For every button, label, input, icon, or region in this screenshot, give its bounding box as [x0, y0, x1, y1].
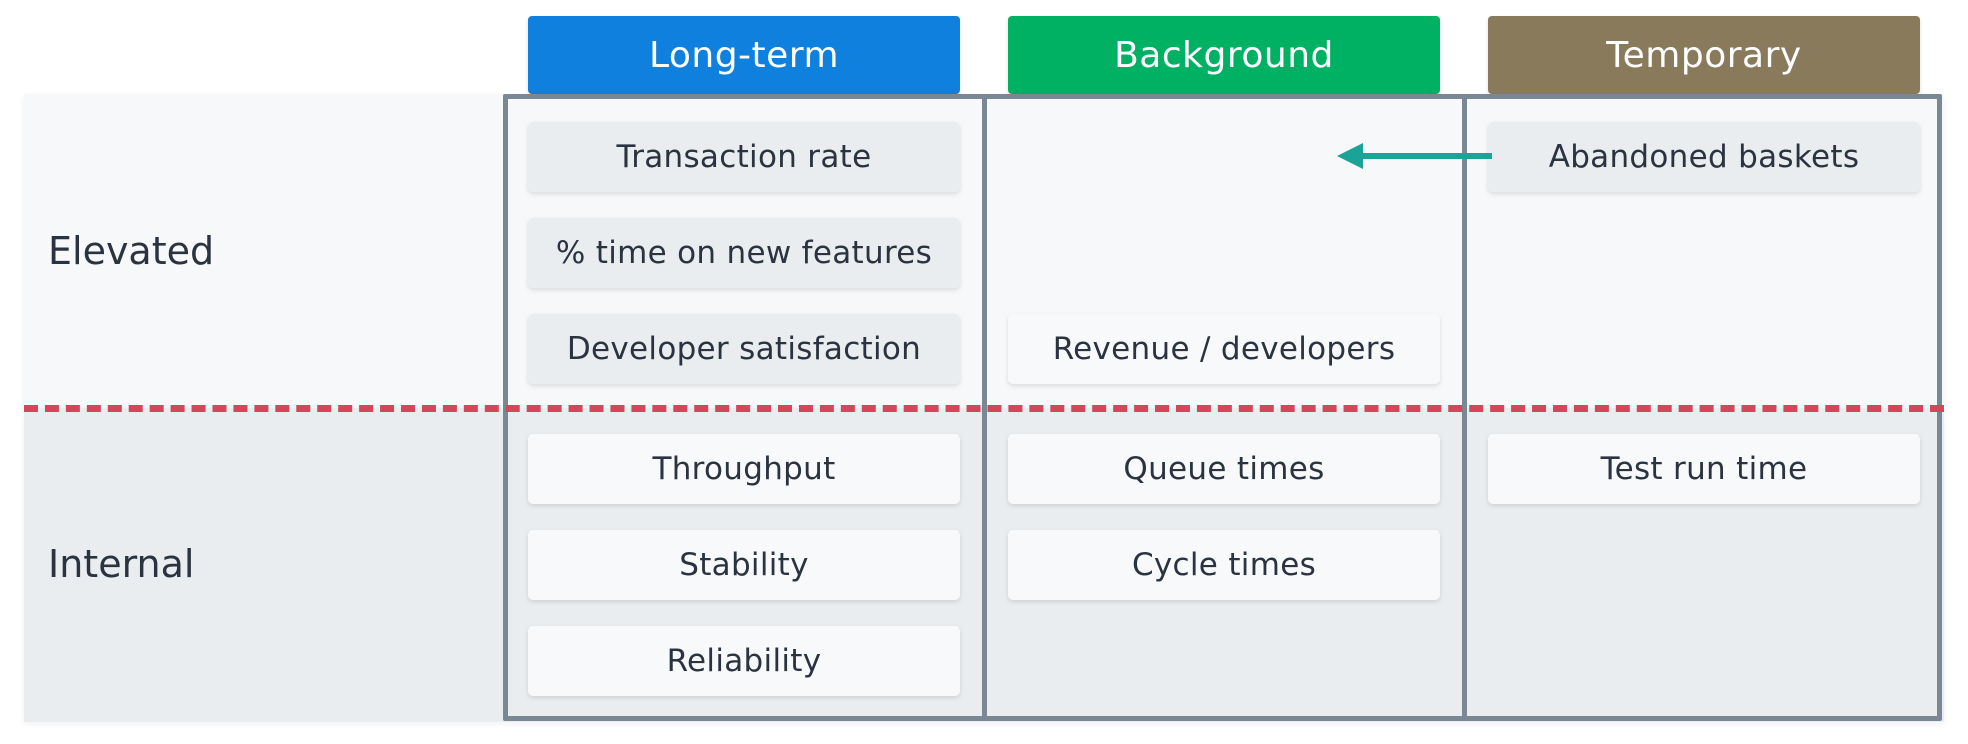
column-header-background: Background — [1008, 16, 1440, 94]
column-header-temporary: Temporary — [1488, 16, 1920, 94]
card-abandoned-baskets: Abandoned baskets — [1488, 122, 1920, 192]
card-test-run-time: Test run time — [1488, 434, 1920, 504]
row-label-internal: Internal — [48, 542, 195, 586]
card-time-on-new-features: % time on new features — [528, 218, 960, 288]
column-header-long-term: Long-term — [528, 16, 960, 94]
card-reliability: Reliability — [528, 626, 960, 696]
threshold-dashed-line — [24, 405, 1944, 412]
arrow-left-icon — [1337, 143, 1492, 169]
card-developer-satisfaction: Developer satisfaction — [528, 314, 960, 384]
card-transaction-rate: Transaction rate — [528, 122, 960, 192]
card-stability: Stability — [528, 530, 960, 600]
card-cycle-times: Cycle times — [1008, 530, 1440, 600]
card-throughput: Throughput — [528, 434, 960, 504]
row-label-elevated: Elevated — [48, 229, 215, 273]
card-queue-times: Queue times — [1008, 434, 1440, 504]
card-revenue-developers: Revenue / developers — [1008, 314, 1440, 384]
